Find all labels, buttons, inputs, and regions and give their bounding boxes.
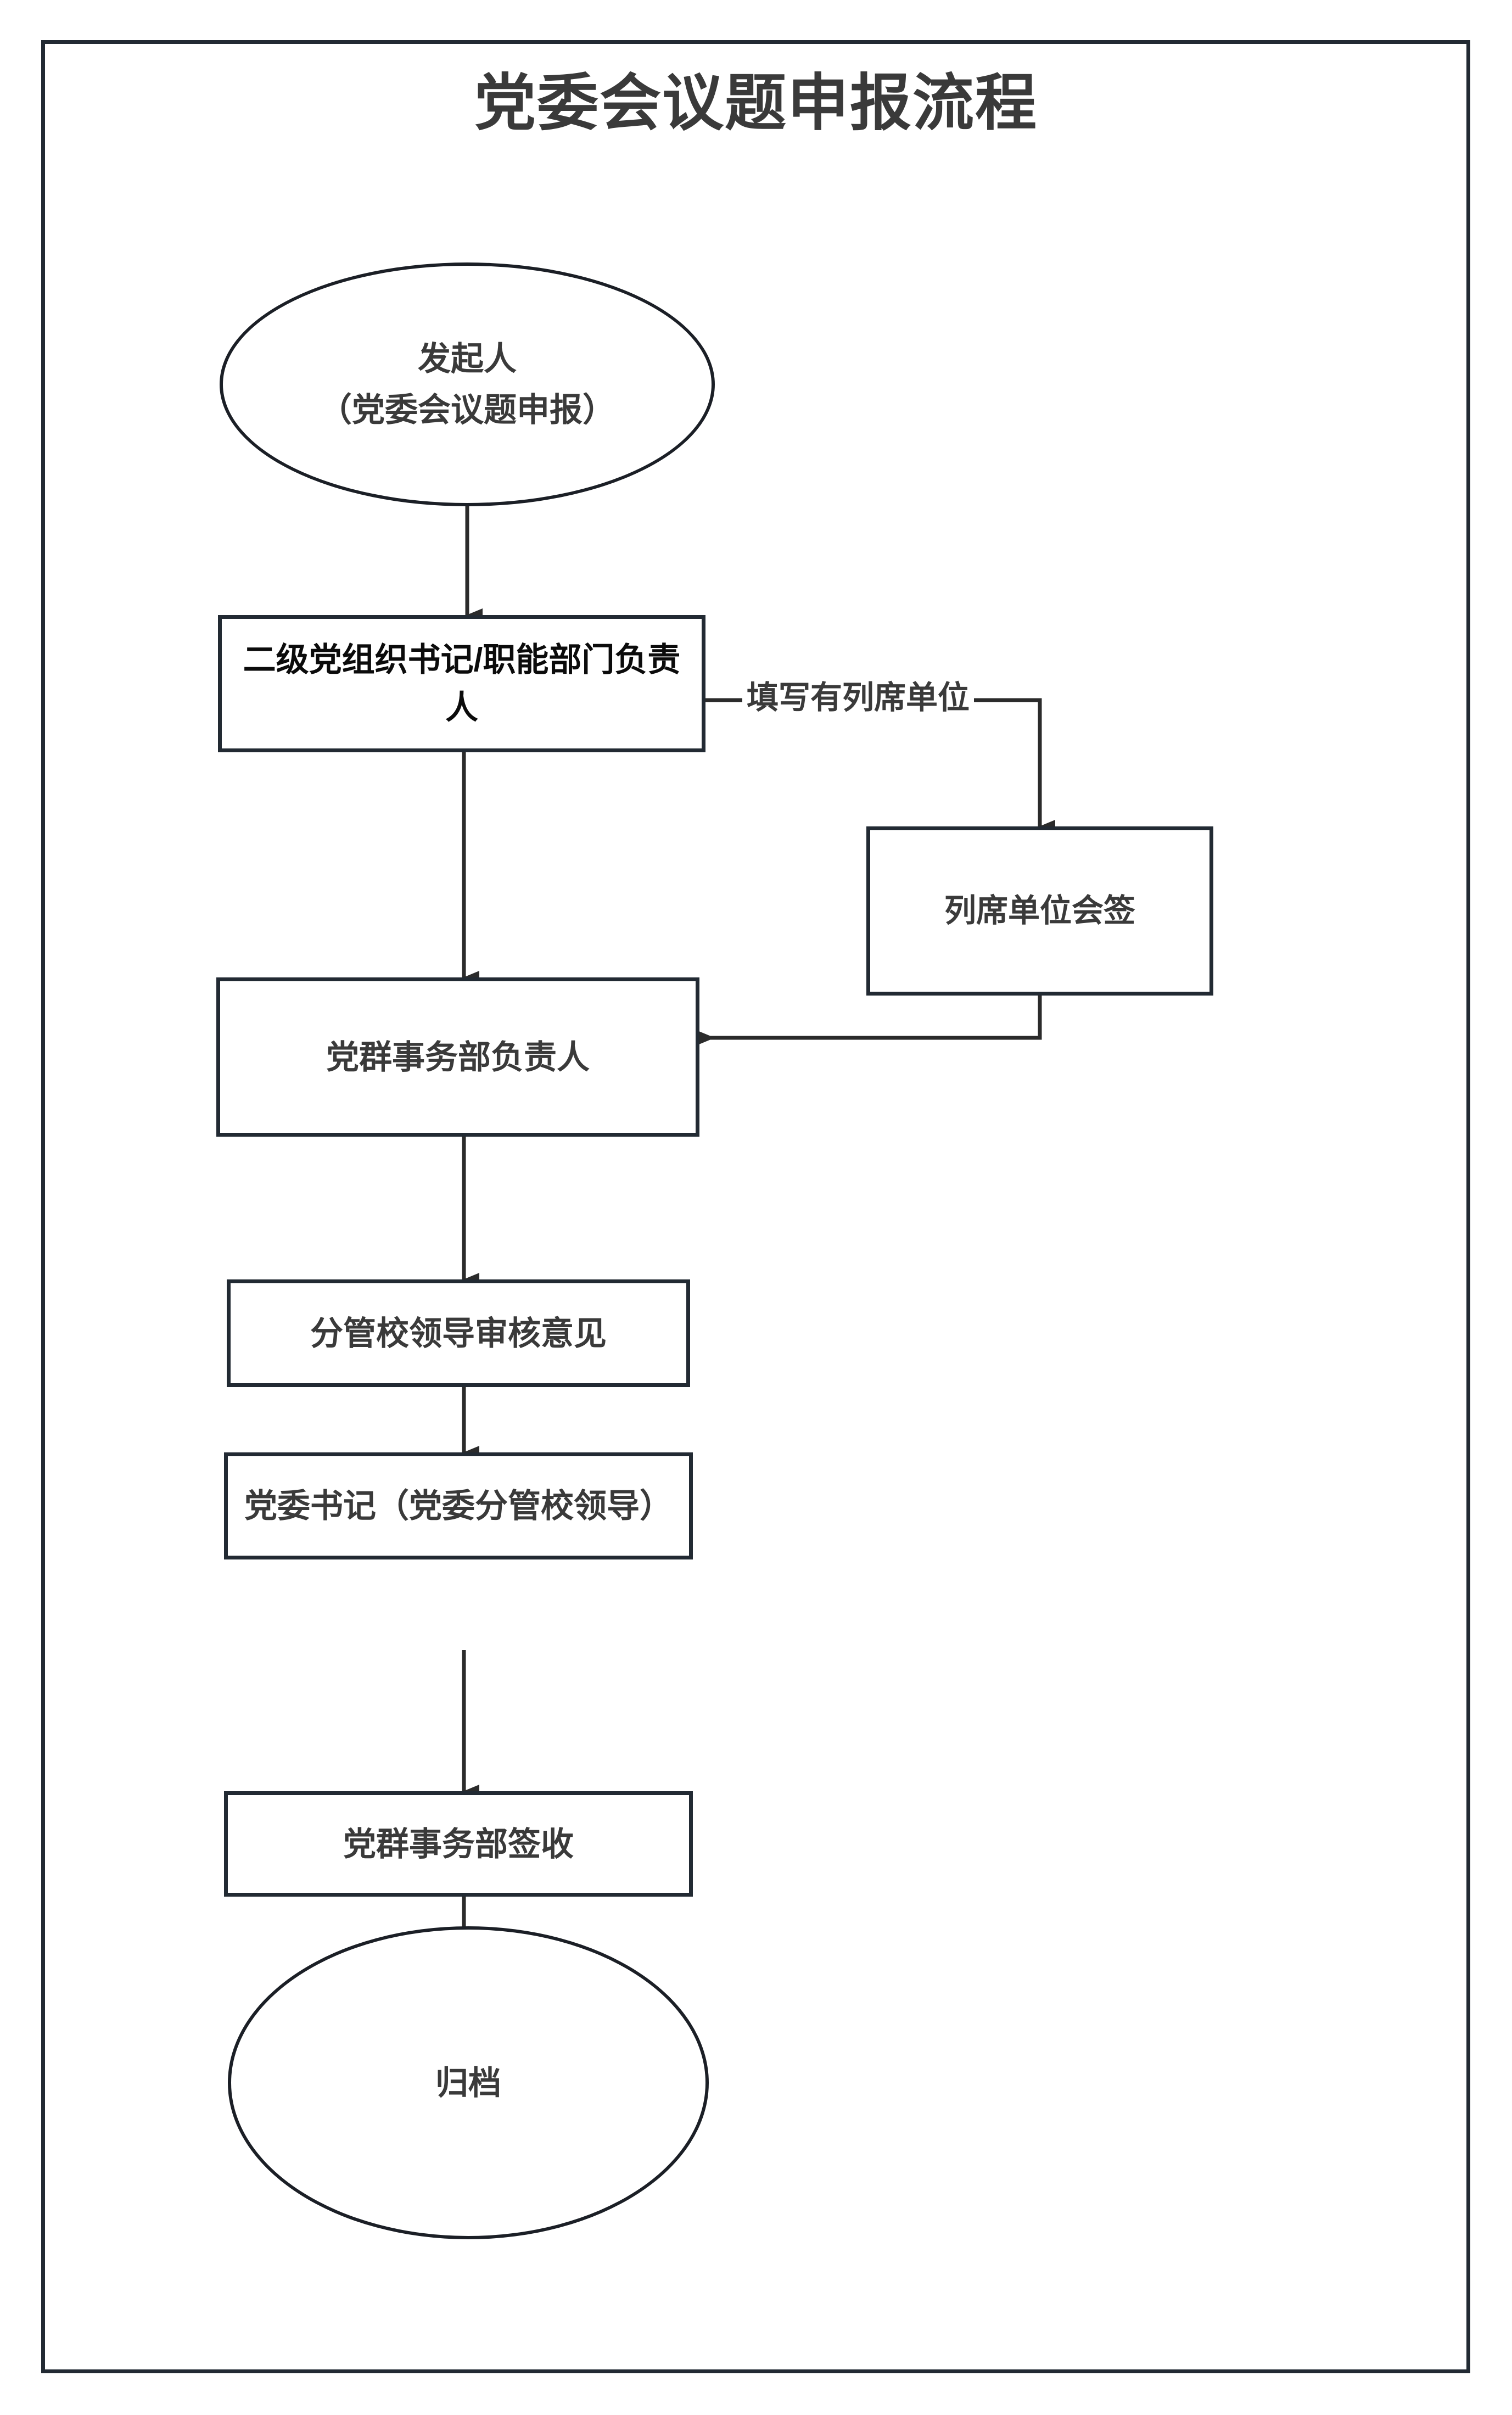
page-border-frame xyxy=(41,40,1470,2373)
page-title: 党委会议题申报流程 xyxy=(474,69,1038,137)
node-party-committee-secretary-label: 党委书记（党委分管校领导） xyxy=(244,1488,673,1524)
node-secondary-party-secretary[interactable]: 二级党组织书记/职能部门负责人 xyxy=(218,615,705,752)
node-vice-principal-review-label: 分管校领导审核意见 xyxy=(310,1315,607,1352)
node-archive[interactable]: 归档 xyxy=(228,1926,709,2239)
node-initiator-label: 发起人 （党委会议题申报） xyxy=(319,340,615,428)
node-party-affairs-receive-label: 党群事务部签收 xyxy=(343,1825,574,1863)
node-archive-label: 归档 xyxy=(435,2064,501,2101)
node-vice-principal-review[interactable]: 分管校领导审核意见 xyxy=(227,1279,690,1387)
node-party-affairs-head-label: 党群事务部负责人 xyxy=(326,1038,590,1076)
edge-label-fill-attending-unit: 填写有列席单位 xyxy=(742,680,975,716)
node-initiator[interactable]: 发起人 （党委会议题申报） xyxy=(220,262,715,506)
node-party-affairs-receive[interactable]: 党群事务部签收 xyxy=(224,1791,693,1897)
node-attending-unit-countersign[interactable]: 列席单位会签 xyxy=(866,826,1213,996)
node-party-committee-secretary[interactable]: 党委书记（党委分管校领导） xyxy=(224,1452,693,1559)
node-attending-unit-countersign-label: 列席单位会签 xyxy=(944,892,1135,929)
node-party-affairs-head[interactable]: 党群事务部负责人 xyxy=(216,977,699,1137)
node-secondary-party-secretary-label: 二级党组织书记/职能部门负责人 xyxy=(243,641,681,726)
